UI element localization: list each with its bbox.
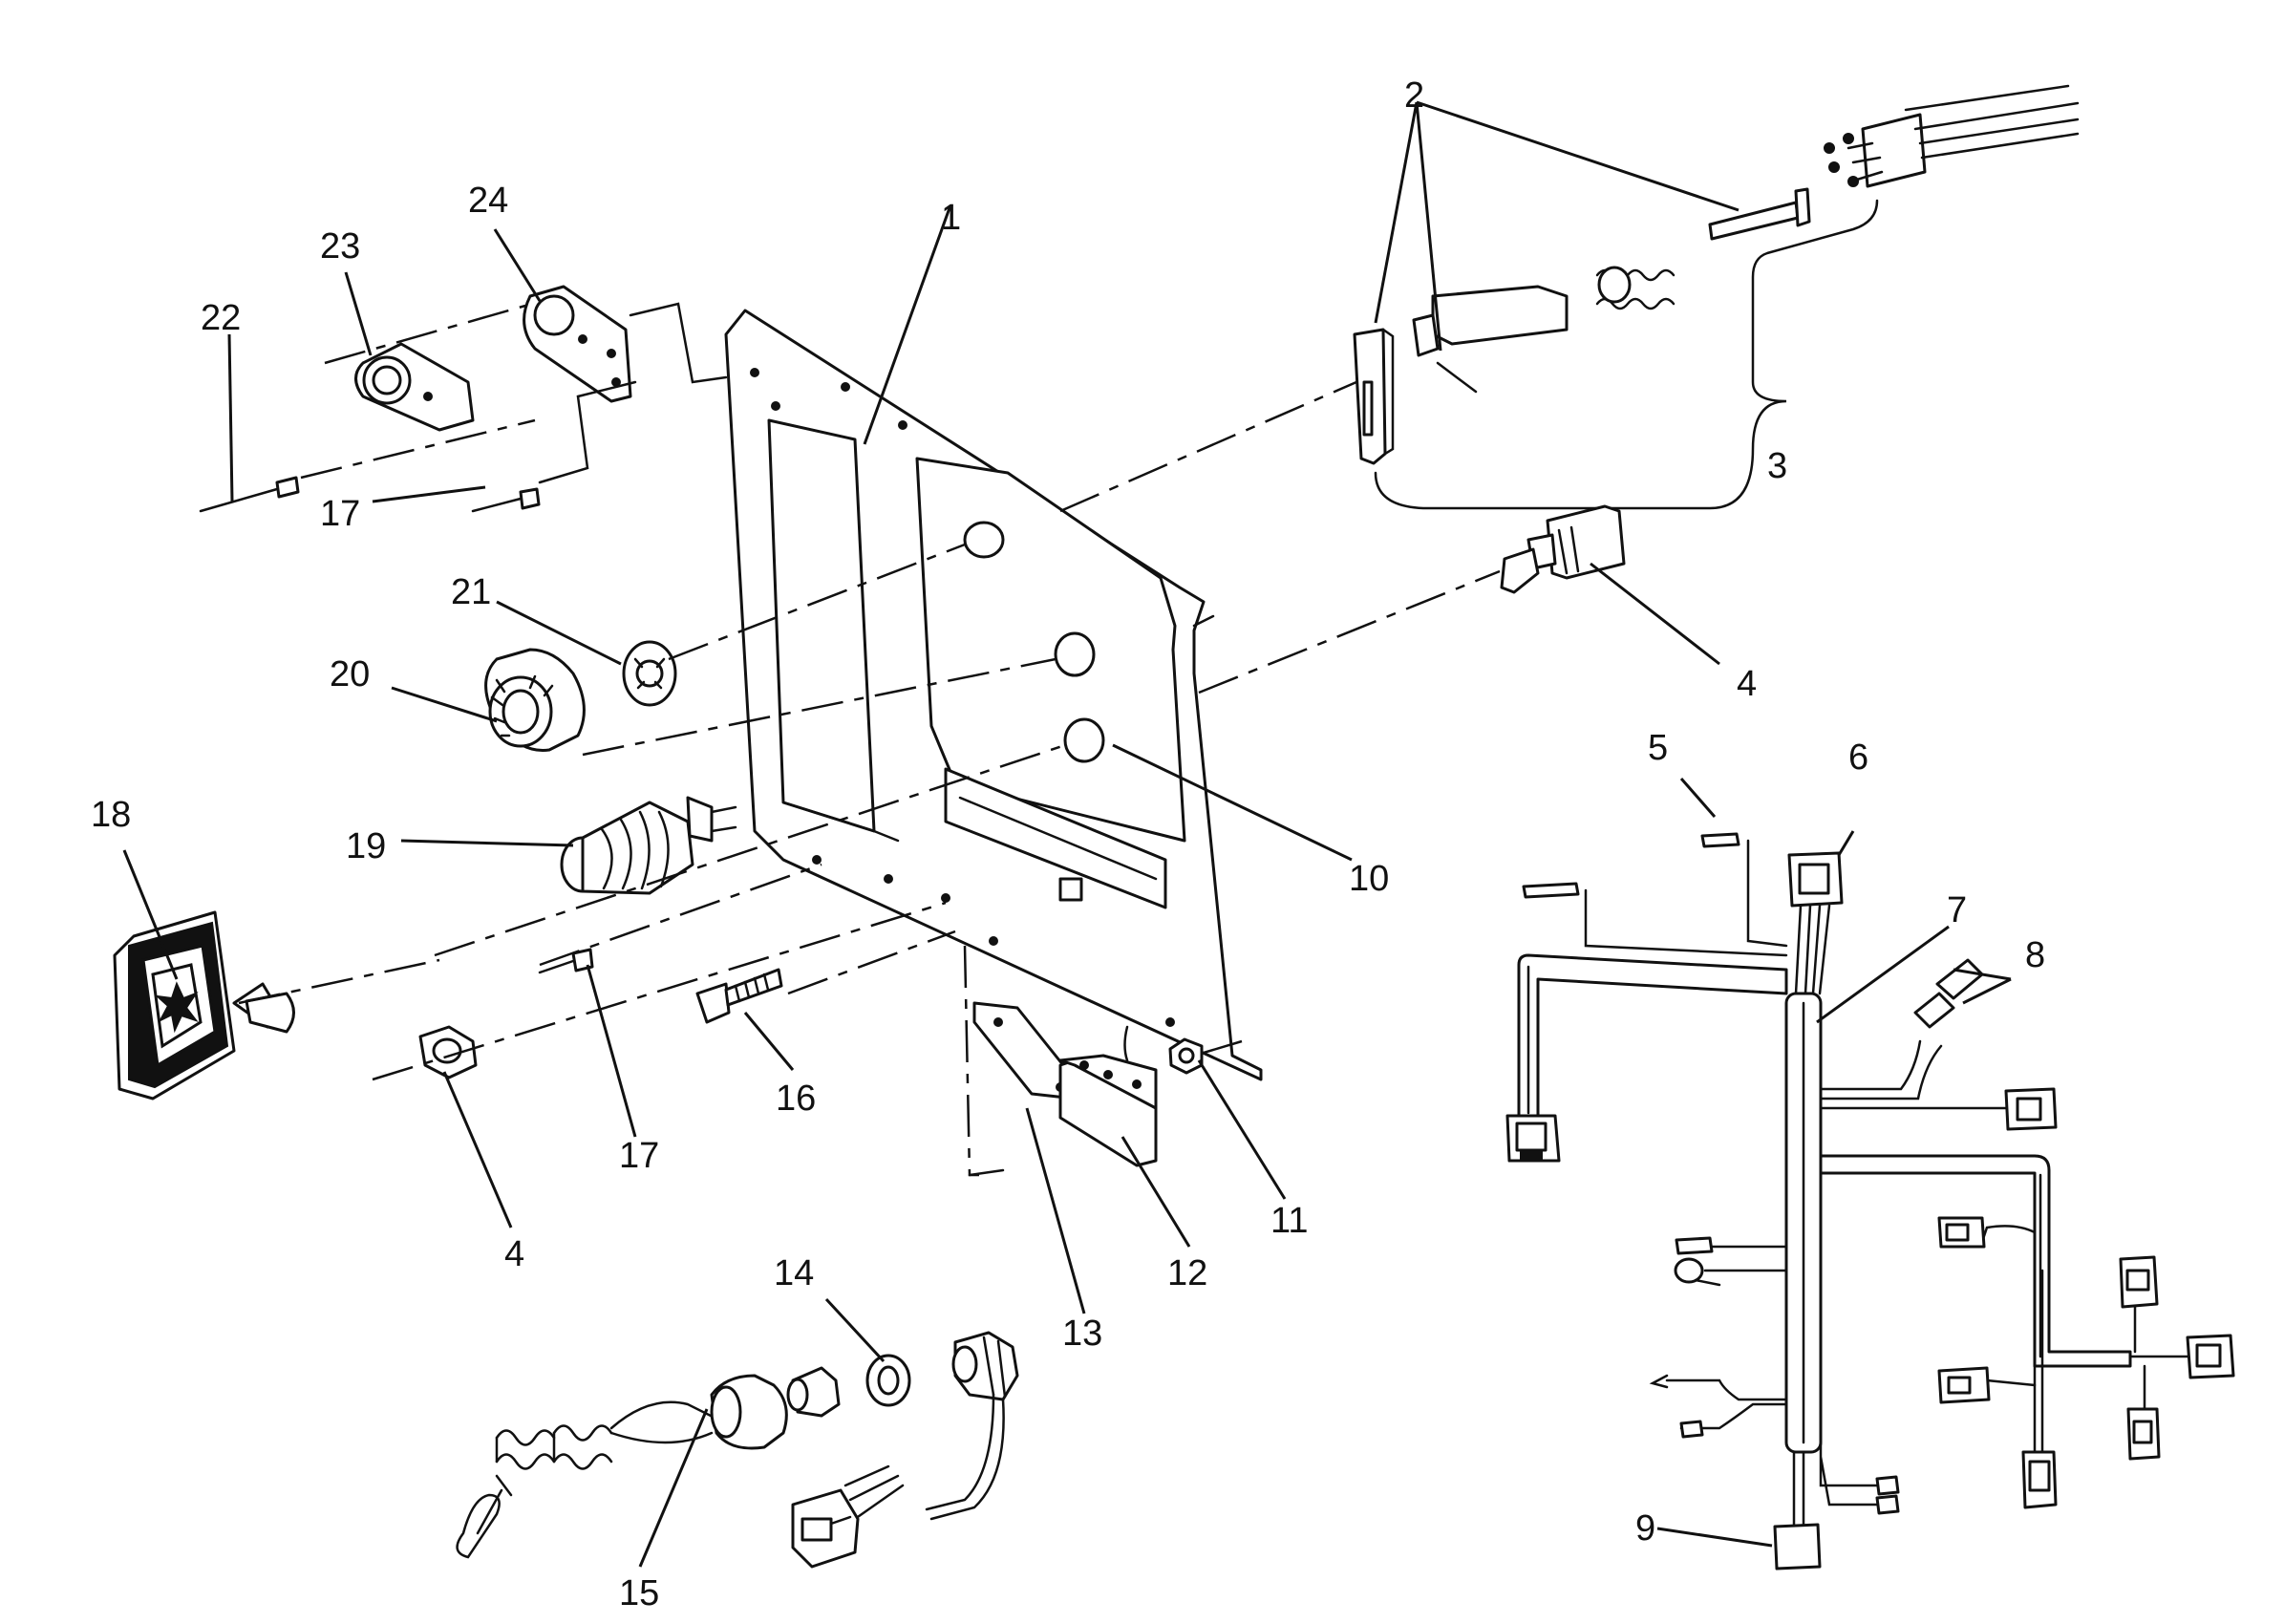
- tether-switch: [456, 1331, 1019, 1569]
- callout-19: 19: [346, 826, 386, 866]
- callout-7: 7: [1947, 890, 1967, 930]
- hex-nut: [418, 1025, 478, 1079]
- clamp-pieces: [972, 1001, 1204, 1167]
- leader-lines: [122, 100, 2012, 1568]
- callout-2: 2: [1404, 75, 1424, 116]
- callout-20: 20: [330, 654, 370, 694]
- callout-10: 10: [1349, 859, 1389, 899]
- callout-23: 23: [320, 226, 360, 267]
- ignition-key: [113, 910, 295, 1100]
- callout-labels: 1 2 3 4 4 5 6 7 8 9 10 11 12 13 14 15 16…: [91, 75, 2045, 1613]
- callout-24: 24: [468, 181, 508, 221]
- callout-11: 11: [1270, 1201, 1308, 1241]
- callout-13: 13: [1062, 1314, 1102, 1354]
- switch-assembly: [1353, 84, 2080, 510]
- callout-8: 8: [2025, 935, 2045, 975]
- callout-21: 21: [451, 572, 491, 612]
- callout-14: 14: [774, 1253, 814, 1293]
- callout-9: 9: [1635, 1508, 1655, 1549]
- callout-18: 18: [91, 795, 131, 835]
- callout-6: 6: [1848, 737, 1868, 778]
- callout-1: 1: [941, 198, 961, 238]
- callout-3: 3: [1767, 446, 1787, 486]
- callout-5: 5: [1648, 728, 1668, 768]
- assembly-lines: [238, 380, 1501, 1177]
- wire-harness: [1505, 832, 2235, 1571]
- instrument-panel: [724, 309, 1263, 1081]
- callout-15: 15: [619, 1573, 659, 1613]
- bracket-group: [199, 285, 728, 513]
- callout-17-lower: 17: [619, 1136, 659, 1176]
- callout-4-toggle: 4: [1737, 664, 1757, 704]
- nut-and-washer: [484, 640, 677, 752]
- screws: [538, 948, 783, 1024]
- toggle-switch: [1500, 504, 1626, 594]
- ignition-switch: [560, 796, 737, 895]
- callout-4-nut: 4: [504, 1234, 524, 1274]
- callout-17-upper: 17: [320, 494, 360, 534]
- callout-22: 22: [201, 298, 241, 338]
- callout-16: 16: [776, 1079, 816, 1119]
- callout-12: 12: [1167, 1253, 1207, 1293]
